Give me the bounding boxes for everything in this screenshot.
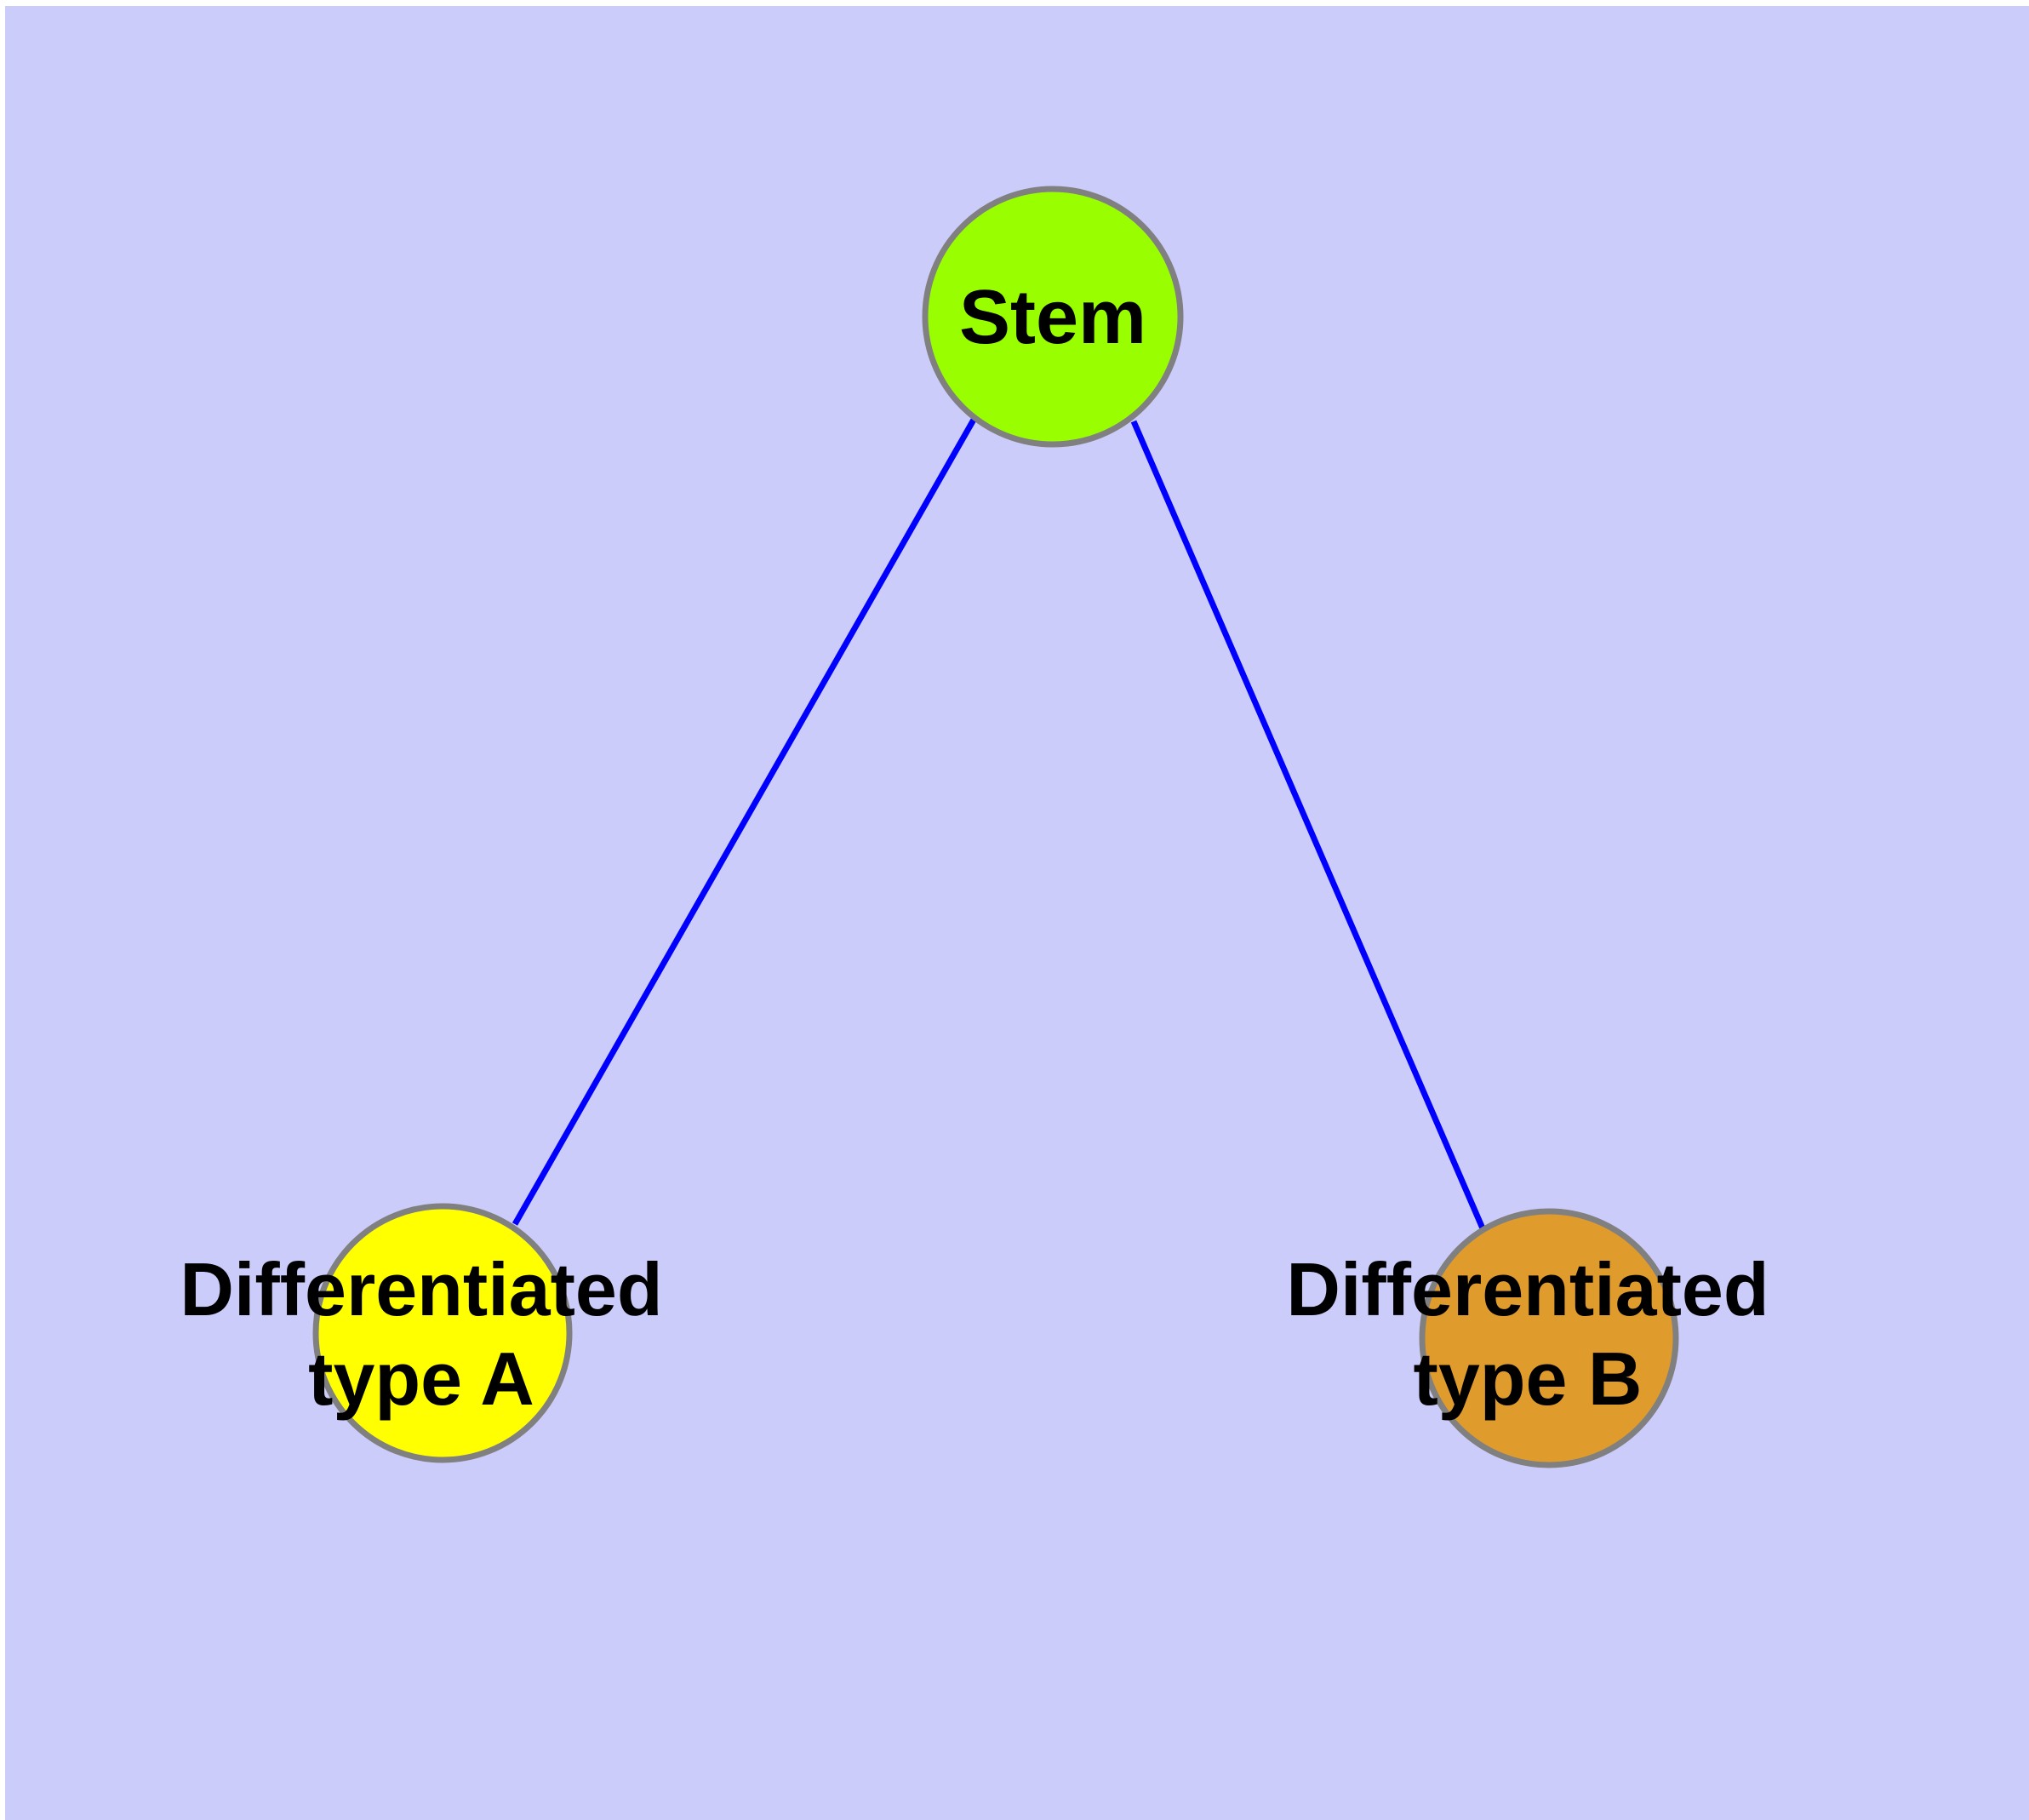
node-differentiated-type-a[interactable] [312, 1203, 573, 1463]
node-stem-label: Stem [959, 275, 1146, 360]
node-type-b-label-line1: Differentiated [1286, 1247, 1769, 1331]
node-type-b-label-line2: type B [1414, 1336, 1643, 1421]
node-stem[interactable]: Stem [922, 186, 1184, 448]
node-stem-circle[interactable] [922, 186, 1184, 448]
node-type-a-circle[interactable] [312, 1203, 573, 1463]
node-type-b-circle[interactable] [1419, 1208, 1679, 1468]
node-label-layer: Differentiated type A Differentiated typ… [180, 1247, 1769, 1421]
node-type-a-label-line2: type A [308, 1336, 534, 1421]
edge-layer [512, 418, 1486, 1230]
edge-stem-to-type-b[interactable] [1130, 420, 1486, 1230]
node-differentiated-type-b[interactable] [1419, 1208, 1679, 1468]
edge-stem-to-type-a[interactable] [512, 418, 977, 1226]
node-type-a-label-line1: Differentiated [180, 1247, 662, 1331]
